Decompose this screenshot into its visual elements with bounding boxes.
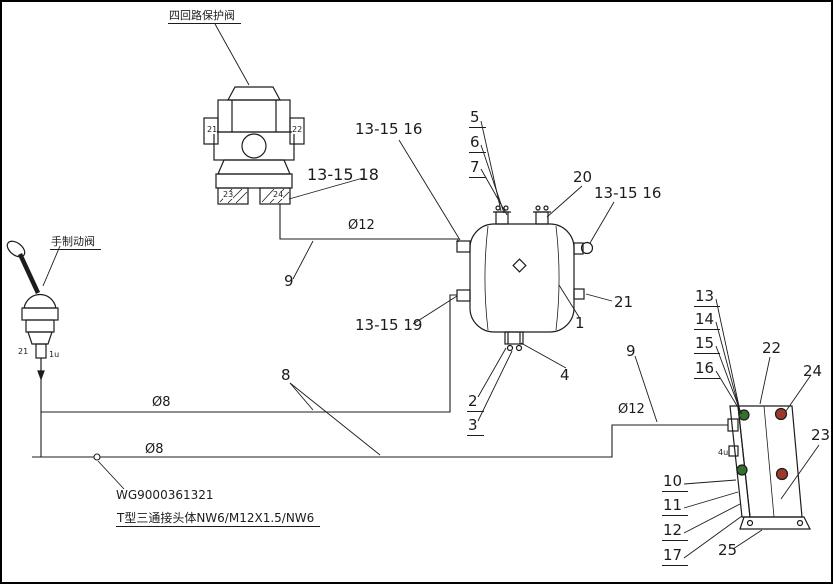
callout-13-15-16-right: 13-15 16	[594, 184, 662, 202]
callout-13: 13	[694, 288, 721, 307]
callout-15: 15	[694, 335, 721, 354]
air-reservoir-drawing	[456, 205, 594, 352]
callout-1: 1	[575, 314, 585, 332]
callout-22: 22	[762, 339, 782, 357]
callout-5: 5	[469, 109, 486, 128]
callout-24: 24	[803, 362, 823, 380]
bracket-assembly-drawing	[727, 405, 811, 530]
valve-port-23-mark: 23	[223, 190, 234, 200]
pipe-lines	[32, 204, 728, 461]
hand-brake-valve-label: 手制动阀	[50, 236, 101, 250]
callout-9-right: 9	[626, 342, 636, 360]
callout-6: 6	[469, 134, 486, 153]
callout-8: 8	[281, 366, 291, 384]
callout-7: 7	[469, 159, 486, 178]
hand-valve-port-21-mark: 21	[18, 347, 29, 357]
callout-21: 21	[614, 293, 634, 311]
callout-11: 11	[662, 497, 689, 516]
four-circuit-protection-valve-drawing	[203, 86, 305, 205]
four-circuit-valve-label: 四回路保护阀	[168, 10, 241, 24]
callout-4: 4	[560, 366, 570, 384]
valve-port-22-mark: 22	[292, 125, 303, 135]
callout-2: 2	[467, 393, 484, 412]
callout-9-left: 9	[284, 272, 294, 290]
callout-14: 14	[694, 311, 721, 330]
callout-16: 16	[694, 360, 721, 379]
hand-valve-port-1u-mark: 1u	[49, 350, 60, 360]
callout-25: 25	[718, 541, 738, 559]
pipe-dia8-mid-label: Ø8	[152, 395, 171, 410]
bracket-port-4u-mark: 4u	[718, 448, 729, 458]
callout-13-15-19: 13-15 19	[355, 316, 423, 334]
pipe-dia12-top-label: Ø12	[348, 218, 375, 233]
leader-lines	[42, 23, 820, 559]
pipe-dia12-right-label: Ø12	[618, 402, 645, 417]
callout-13-15-16-top: 13-15 16	[355, 120, 423, 138]
part-note-code: WG9000361321	[116, 488, 214, 502]
callout-3: 3	[467, 417, 484, 436]
pipe-dia8-bottom-label: Ø8	[145, 442, 164, 457]
callout-20: 20	[573, 168, 593, 186]
callout-12: 12	[662, 522, 689, 541]
callout-10: 10	[662, 473, 689, 492]
callout-13-15-18: 13-15 18	[307, 165, 379, 184]
valve-port-21-mark: 21	[207, 125, 218, 135]
part-note-desc: T型三通接头体NW6/M12X1.5/NW6	[116, 512, 321, 527]
hand-brake-valve-drawing	[6, 240, 59, 381]
callout-23: 23	[811, 426, 831, 444]
callout-17: 17	[662, 547, 689, 566]
valve-port-24-mark: 24	[273, 190, 284, 200]
